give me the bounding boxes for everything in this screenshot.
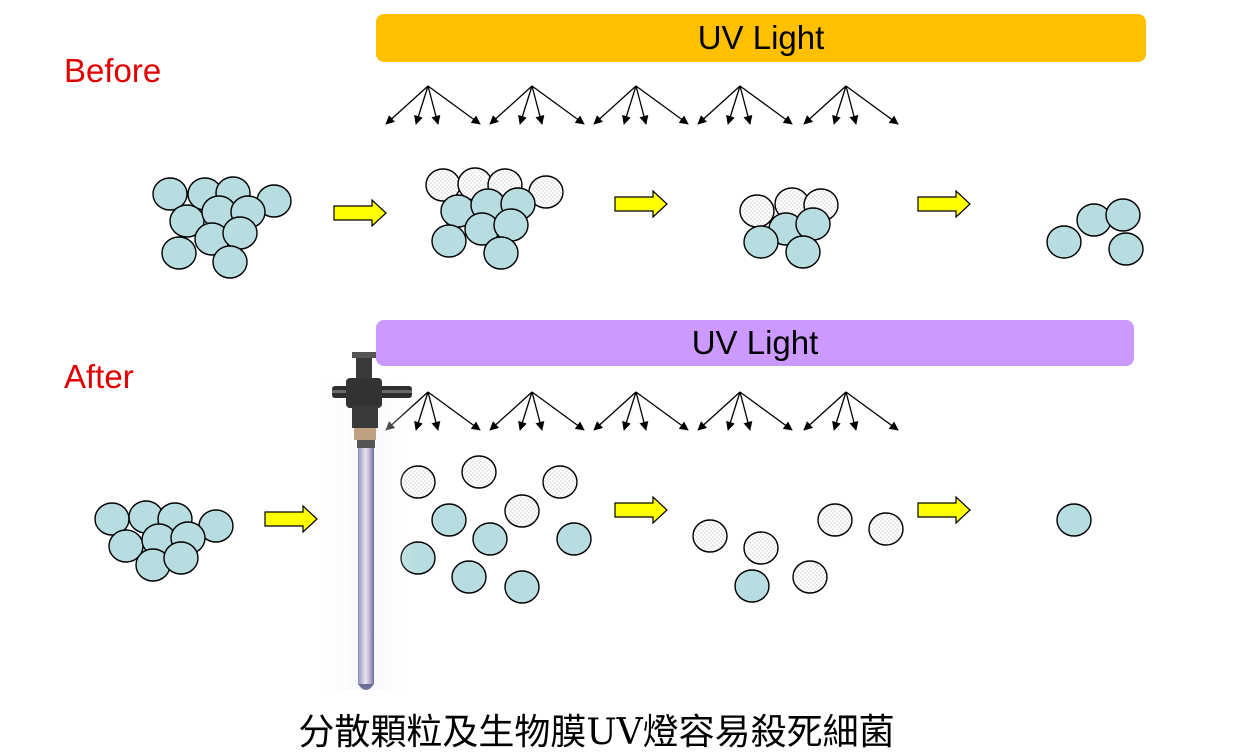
live-particle [431,224,467,258]
live-particle [1076,203,1112,237]
killed-particle [461,455,497,489]
process-arrow-icon [333,198,387,228]
process-arrow-icon [614,189,668,219]
caption-text: 分散顆粒及生物膜UV燈容易殺死細菌 [298,712,895,753]
uv-ray-fans [385,85,899,431]
live-particle [785,235,821,269]
uv-ray-fan-icon [489,391,585,431]
killed-particle [817,503,853,537]
uv-ray-fan-icon [593,391,689,431]
live-particle [1056,503,1092,537]
uv-lamp-device-icon [315,352,415,690]
killed-particle [743,531,779,565]
live-particle [222,216,258,250]
live-particle [161,236,197,270]
uv-ray-fan-icon [697,391,793,431]
live-particle [1108,232,1144,266]
uv-ray-fan-icon [803,391,899,431]
uv-ray-fan-icon [593,85,689,125]
killed-particle [868,512,904,546]
uv-light-bar-before-label: UV Light [697,19,825,56]
live-particle [169,204,205,238]
live-particle [734,569,770,603]
killed-particle [692,519,728,553]
live-particle [743,225,779,259]
live-particle [795,207,831,241]
uv-ray-fan-icon [385,85,481,125]
live-particle [431,503,467,537]
live-particle [472,522,508,556]
uv-light-bar-after-label: UV Light [691,324,819,361]
live-particle [163,541,199,575]
killed-particle [739,194,775,228]
uv-light-bar-after: UV Light [376,320,1134,366]
killed-particle [792,560,828,594]
live-particle [483,236,519,270]
process-arrow-icon [917,189,971,219]
live-particle [152,177,188,211]
uv-light-bar-before: UV Light [376,14,1146,62]
killed-particle [504,494,540,528]
killed-particle [542,465,578,499]
uv-ray-fan-icon [489,85,585,125]
live-particle [493,208,529,242]
live-particle [556,522,592,556]
before-label: Before [64,52,162,89]
live-particle [451,560,487,594]
live-particle [504,570,540,604]
after-label: After [64,358,134,395]
live-particle [1105,198,1141,232]
particle-clusters [94,167,1144,604]
live-particle [1046,225,1082,259]
caption: 分散顆粒及生物膜UV燈容易殺死細菌 [0,703,1233,755]
live-particle [212,245,248,279]
uv-ray-fan-icon [803,85,899,125]
uv-ray-fan-icon [697,85,793,125]
process-arrow-icon [614,495,668,525]
process-arrow-icon [917,495,971,525]
process-arrows [264,189,971,534]
process-arrow-icon [264,504,318,534]
